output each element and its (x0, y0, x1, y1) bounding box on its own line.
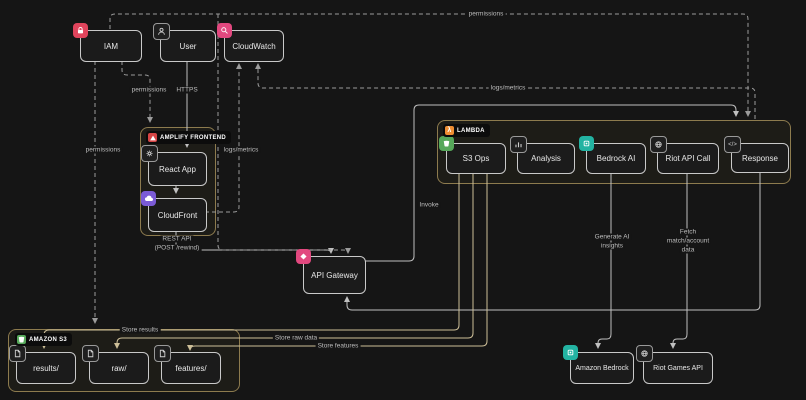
chip-icon (579, 136, 594, 151)
node-label: CloudWatch (232, 41, 276, 51)
node-label: API Gateway (311, 270, 358, 280)
group-label-amazon-s3: AMAZON S3 (15, 333, 73, 346)
edge-label-permissions-left: permissions (83, 146, 123, 154)
bucket-icon (439, 136, 454, 151)
edge-label-fetch-3: data (679, 246, 697, 254)
node-features[interactable]: features/ (154, 345, 221, 384)
node-react-app[interactable]: React App (141, 145, 207, 186)
file-icon (154, 345, 171, 362)
edge-label-store-results: Store results (119, 326, 161, 334)
node-label: CloudFront (157, 210, 198, 220)
node-analysis[interactable]: Analysis (510, 136, 575, 174)
node-bedrock-ai[interactable]: Bedrock AI (579, 136, 646, 174)
node-label: Riot API Call (665, 154, 711, 163)
edge-label-rest-api: REST API (160, 235, 194, 243)
node-riot-api-call[interactable]: Riot API Call (650, 136, 719, 174)
person-icon (153, 23, 170, 40)
node-label: raw/ (111, 363, 127, 373)
edge-label-invoke: Invoke (417, 201, 441, 209)
node-label: Response (741, 153, 779, 163)
edge-label-logs-metrics-top: logs/metrics (488, 84, 528, 92)
node-response[interactable]: </> Response (724, 136, 789, 173)
node-api-gateway[interactable]: API Gateway (296, 249, 366, 294)
globe-icon (636, 345, 653, 362)
lock-icon (73, 23, 88, 38)
file-icon (82, 345, 99, 362)
edge-label-permissions-user: permissions (129, 86, 169, 94)
node-label: Riot Games API (653, 364, 703, 372)
node-results[interactable]: results/ (9, 345, 76, 384)
group-label-lambda: λ LAMBDA (443, 124, 490, 137)
group-label-text: AMPLIFY FRONTEND (160, 134, 227, 141)
node-cloudwatch[interactable]: CloudWatch (217, 23, 284, 62)
node-user[interactable]: User (153, 23, 216, 62)
edge-label-rest-api-2: (POST /rewind) (152, 244, 202, 252)
edge-label-fetch-2: match/account (664, 237, 712, 245)
node-label: User (179, 41, 197, 51)
node-cloudfront[interactable]: CloudFront (141, 191, 207, 232)
edge-label-generate-ai-2: insights (598, 242, 626, 250)
node-label: S3 Ops (462, 154, 490, 163)
bar-chart-icon (510, 136, 527, 153)
node-label: Analysis (531, 154, 561, 163)
edge-label-fetch: Fetch (677, 228, 699, 236)
node-label: IAM (103, 41, 119, 51)
node-iam[interactable]: IAM (73, 23, 142, 62)
node-label: results/ (33, 363, 59, 373)
group-label-text: AMAZON S3 (29, 336, 68, 343)
edge-label-store-features: Store features (315, 342, 361, 350)
globe-icon (650, 136, 667, 153)
node-label: Bedrock AI (596, 154, 636, 163)
node-amazon-bedrock[interactable]: Amazon Bedrock (563, 345, 634, 384)
node-label: React App (159, 164, 196, 174)
node-s3-ops[interactable]: S3 Ops (439, 136, 506, 174)
magnifier-icon (217, 23, 232, 38)
edge-label-https: HTTPS (174, 86, 200, 94)
group-label-amplify: AMPLIFY FRONTEND (146, 131, 232, 144)
diamond-icon (296, 249, 311, 264)
cloud-icon (141, 191, 156, 206)
group-label-text: LAMBDA (457, 127, 485, 134)
amplify-icon (148, 133, 157, 142)
bucket-icon (17, 335, 26, 344)
edge-label-permissions-top: permissions (466, 10, 506, 18)
gear-icon (141, 145, 158, 162)
code-icon: </> (724, 136, 741, 153)
node-label: Amazon Bedrock (575, 364, 629, 372)
lambda-icon: λ (445, 126, 454, 135)
chip-icon (563, 345, 578, 360)
edge-label-logs-metrics-left: logs/metrics (221, 146, 261, 154)
edge-label-store-raw: Store raw data (272, 334, 320, 342)
node-raw[interactable]: raw/ (82, 345, 149, 384)
edge-label-generate-ai: Generate AI (592, 233, 632, 241)
node-riot-games-api[interactable]: Riot Games API (636, 345, 713, 384)
file-icon (9, 345, 26, 362)
node-label: features/ (175, 363, 207, 373)
